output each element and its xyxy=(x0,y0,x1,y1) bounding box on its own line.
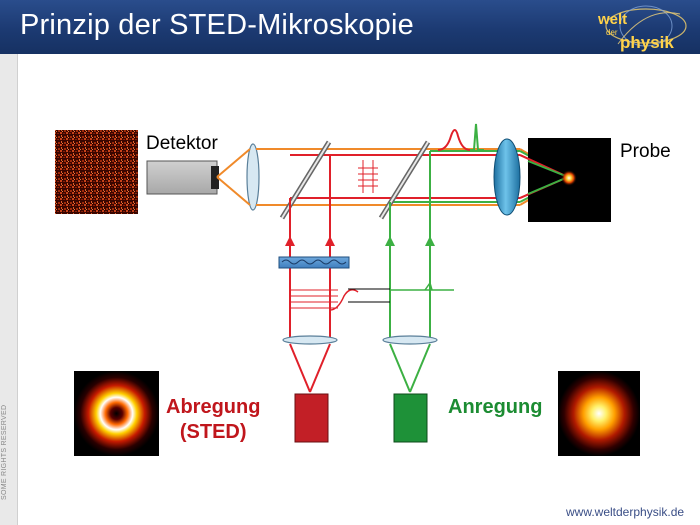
excitation-laser-cone xyxy=(389,343,431,393)
detector-label: Detektor xyxy=(146,133,218,154)
footer-url-link[interactable]: www.weltderphysik.de xyxy=(566,505,685,519)
phase-pattern xyxy=(358,160,378,193)
excitation-label: Anregung xyxy=(448,396,543,418)
depletion-label-line1: Abregung xyxy=(166,396,261,418)
depletion-label-line2: (STED) xyxy=(179,421,247,443)
excitation-laser-lens xyxy=(382,335,438,345)
side-strip xyxy=(0,54,18,525)
excitation-beam-vertical xyxy=(389,151,431,340)
sted-arrow-2 xyxy=(325,236,335,246)
pulse-lines-red xyxy=(290,289,338,309)
detector-box xyxy=(146,160,218,195)
detector-lens xyxy=(246,143,260,211)
logo-text-welt: welt xyxy=(597,11,627,28)
fluorescence-beam xyxy=(216,148,520,206)
sted-beam-vertical xyxy=(289,155,331,340)
excitation-spot-image xyxy=(558,371,640,456)
sted-laser xyxy=(294,393,329,443)
depletion-label: Abregung (STED) xyxy=(166,395,260,445)
excitation-arrow-1 xyxy=(385,236,395,246)
sted-laser-lens xyxy=(282,335,338,345)
sted-beam-horizontal xyxy=(290,154,520,199)
excitation-pulse xyxy=(470,123,484,151)
excitation-laser xyxy=(393,393,428,443)
sted-arrow-1 xyxy=(285,236,295,246)
page-title: Prinzip der STED-Mikroskopie xyxy=(20,9,414,41)
logo-text-der: der xyxy=(606,28,618,37)
stretched-pulse xyxy=(329,289,359,311)
sted-pulse xyxy=(437,129,471,151)
focal-spot xyxy=(561,170,577,186)
welt-der-physik-logo[interactable]: welt der physik xyxy=(588,4,694,52)
pulse-lines-green xyxy=(390,281,454,291)
sample-label: Probe xyxy=(620,141,671,162)
excitation-arrow-2 xyxy=(425,236,435,246)
sted-donut-image xyxy=(74,371,159,456)
header-bar: Prinzip der STED-Mikroskopie welt der ph… xyxy=(0,0,700,54)
objective-lens xyxy=(493,138,521,216)
sample-image xyxy=(55,130,138,214)
sted-laser-cone xyxy=(289,343,331,393)
logo-text-physik: physik xyxy=(620,33,674,52)
detector-aperture xyxy=(211,166,219,189)
